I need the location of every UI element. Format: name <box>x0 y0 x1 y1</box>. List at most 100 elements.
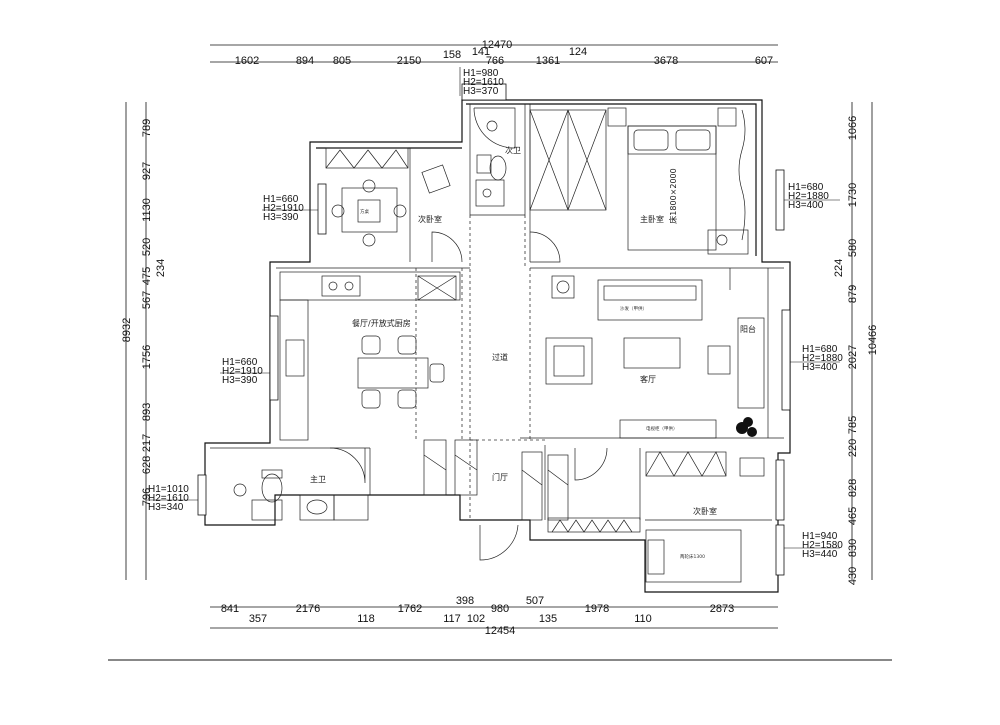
sofa: 沙发（甲供） <box>597 279 703 321</box>
dim-right-6: 2027 <box>847 345 859 369</box>
room-foyer: 门厅 <box>492 472 508 482</box>
win-rb-h1: H1=680 <box>802 344 838 355</box>
win-rb-h3: H3=400 <box>802 362 838 373</box>
bottom-dimension-line: 841 2176 1762 398 980 507 1978 2873 357 … <box>210 595 778 637</box>
win-lk-h1: H1=660 <box>222 357 258 368</box>
dim-bottom-11: 117 <box>443 613 461 625</box>
dim-left-10: 217 <box>141 434 153 452</box>
bottom-bed-label: 两轮床1300 <box>680 553 705 560</box>
dim-top-7: 766 <box>486 55 504 67</box>
dim-left-7: 567 <box>141 291 153 309</box>
dim-right-total: 10466 <box>867 325 879 356</box>
right-dimension-line: 10466 1066 1730 580 224 879 2027 785 220… <box>833 102 879 585</box>
outer-walls <box>204 99 791 593</box>
window-label-right-master: H1=680 H2=1880 H3=400 <box>784 182 840 211</box>
dim-bottom-6: 507 <box>526 595 544 607</box>
dim-left-total: 8932 <box>121 318 133 342</box>
windows <box>197 83 791 576</box>
dim-right-1: 1066 <box>847 116 859 140</box>
dim-right-9: 828 <box>847 479 859 497</box>
dim-right-12: 430 <box>847 567 859 585</box>
room-labels: 次卫 主卧室 次卧室 餐厅/开放式厨房 过道 客厅 阳台 主卫 门厅 次卧室 <box>310 145 756 516</box>
win-rbd-h2: H2=1580 <box>802 540 843 551</box>
dim-bottom-8: 2873 <box>710 603 734 615</box>
win-top-h1: H1=980 <box>463 68 499 79</box>
armchair-living <box>545 337 593 385</box>
dim-top-4: 2150 <box>397 55 421 67</box>
dim-right-8: 220 <box>847 439 859 457</box>
dim-right-4: 224 <box>833 259 845 277</box>
bottom-shelf <box>547 517 641 533</box>
dim-bottom-13: 135 <box>539 613 557 625</box>
nightstand-left <box>607 107 627 127</box>
window-label-top-bath: H1=980 H2=1610 H3=370 <box>459 67 504 97</box>
dim-bottom-3: 1762 <box>398 603 422 615</box>
window-label-left-kitchen: H1=660 H2=1910 H3=390 <box>220 357 270 386</box>
win-lk-h3: H3=390 <box>222 375 258 386</box>
dim-top-11: 607 <box>755 55 773 67</box>
dim-top-9: 124 <box>569 46 587 58</box>
dim-bottom-4: 398 <box>456 595 474 607</box>
win-rbd-h1: H1=940 <box>802 531 838 542</box>
master-bed: 床1800×2000 <box>627 125 717 251</box>
dim-left-5: 475 <box>141 267 153 285</box>
tv-cabinet: 电视柜（甲供） <box>619 419 717 439</box>
win-rm-h2: H2=1880 <box>788 191 829 202</box>
dim-top-8: 1361 <box>536 55 560 67</box>
interior-walls <box>210 104 784 521</box>
coffee-table <box>623 337 681 369</box>
dim-left-12: 796 <box>141 488 153 506</box>
armchair-top-left <box>421 164 451 194</box>
master-desk <box>707 229 749 255</box>
dim-top-total: 12470 <box>482 39 513 51</box>
master-bath-fixtures <box>233 469 369 521</box>
top-dimension-line: 12470 1602 894 805 2150 158 141 766 1361… <box>210 39 778 67</box>
dim-top-2: 894 <box>296 55 314 67</box>
win-lb-h2: H2=1910 <box>263 203 304 214</box>
dim-left-2: 927 <box>141 162 153 180</box>
square-table-set: 方桌 <box>331 179 407 247</box>
room-living-room: 客厅 <box>640 374 656 384</box>
window-label-left-bedroom: H1=660 H2=1910 H3=390 <box>262 194 318 223</box>
dim-left-1: 789 <box>141 119 153 137</box>
dim-right-2: 1730 <box>847 183 859 207</box>
dining-table-set <box>357 335 445 409</box>
dim-top-1: 1602 <box>235 55 259 67</box>
room-corridor: 过道 <box>492 352 508 362</box>
win-rbd-h3: H3=440 <box>802 549 838 560</box>
win-lb-h1: H1=660 <box>263 194 299 205</box>
dim-left-8: 1756 <box>141 345 153 369</box>
room-master-bath: 主卫 <box>310 474 326 484</box>
table-label: 方桌 <box>360 208 369 215</box>
dim-left-11: 628 <box>141 456 153 474</box>
win-rm-h1: H1=680 <box>788 182 824 193</box>
dim-bottom-14: 110 <box>634 613 652 625</box>
plant <box>736 417 757 437</box>
win-lk-h2: H2=1910 <box>222 366 263 377</box>
dim-left-3: 1130 <box>141 198 153 222</box>
dim-left-4: 520 <box>141 238 153 256</box>
air-conditioner <box>551 275 575 299</box>
dim-right-11: 830 <box>847 539 859 557</box>
room-balcony: 阳台 <box>740 324 756 334</box>
win-rm-h3: H3=400 <box>788 200 824 211</box>
room-second-bedroom-bottom: 次卧室 <box>693 506 717 516</box>
dim-bottom-10: 118 <box>357 613 375 625</box>
dim-right-3: 580 <box>847 239 859 257</box>
balcony-cabinet <box>707 317 765 409</box>
bottom-bedroom-wardrobe <box>645 451 765 477</box>
window-label-right-balcony: H1=680 H2=1880 H3=400 <box>790 344 843 373</box>
win-top-h2: H2=1610 <box>463 77 504 88</box>
room-second-bedroom-top: 次卧室 <box>418 214 442 224</box>
win-lb-h3: H3=390 <box>263 212 299 223</box>
dim-bottom-2: 2176 <box>296 603 320 615</box>
entry-cabinets <box>423 439 569 521</box>
win-lba-h3: H3=340 <box>148 502 184 513</box>
bottom-bed: 两轮床1300 <box>645 529 742 583</box>
dim-left-9: 893 <box>141 403 153 421</box>
dim-top-3: 805 <box>333 55 351 67</box>
dim-bottom-12: 102 <box>467 613 485 625</box>
sofa-label: 沙发（甲供） <box>620 305 647 312</box>
window-label-right-bedroom: H1=940 H2=1580 H3=440 <box>784 531 843 560</box>
